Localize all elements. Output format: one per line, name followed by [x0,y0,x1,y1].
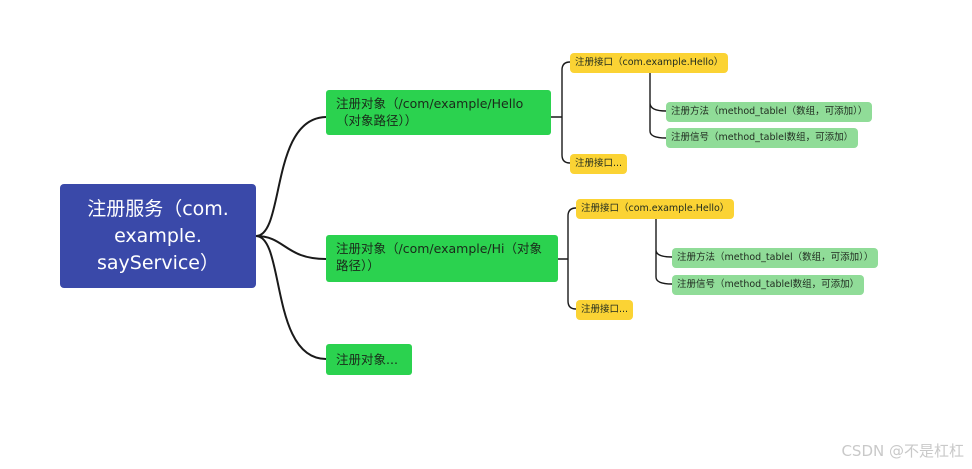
connector-object-2-interfaces [558,207,577,310]
interface-node-hello[interactable]: 注册接口（com.example.Hello） [576,199,735,219]
object-node-label: 注册对象（/com/example/Hi（对象路径）） [336,241,543,273]
object-node-hi[interactable]: 注册对象（/com/example/Hi（对象路径）） [326,235,558,282]
member-node-label: 注册方法（method_tablel（数组，可添加）） [677,252,874,263]
connector-interface-1-members [649,70,667,139]
interface-node-label: 注册接口（com.example.Hello） [575,57,724,68]
member-node-label: 注册信号（method_tablel数组，可添加） [677,279,860,290]
connector-object-1-interfaces [551,61,571,164]
object-node-more[interactable]: 注册对象... [326,344,412,375]
object-node-label: 注册对象... [336,352,398,367]
root-node-label: 注册服务（com. example. sayService） [87,197,229,274]
root-node-register-service[interactable]: 注册服务（com. example. sayService） [60,184,256,288]
interface-node-label: 注册接口... [581,304,629,315]
object-node-hello[interactable]: 注册对象（/com/example/Hello（对象路径）） [326,90,551,135]
interface-node-more[interactable]: 注册接口... [570,154,628,174]
member-node-method[interactable]: 注册方法（method_tablel（数组，可添加）） [666,102,873,122]
interface-node-label: 注册接口（com.example.Hello） [581,203,730,214]
interface-node-hello[interactable]: 注册接口（com.example.Hello） [570,53,729,73]
object-node-label: 注册对象（/com/example/Hello（对象路径）） [336,96,524,128]
connector-root-object-3 [255,235,327,360]
connector-interface-2-members [655,217,673,285]
interface-node-label: 注册接口... [575,158,623,169]
watermark: CSDN @不是杠杠 [841,442,964,460]
member-node-method[interactable]: 注册方法（method_tablel（数组，可添加）） [672,248,879,268]
member-node-signal[interactable]: 注册信号（method_tablel数组，可添加） [672,275,865,295]
connector-root-object-2 [255,235,327,260]
interface-node-more[interactable]: 注册接口... [576,300,634,320]
member-node-label: 注册方法（method_tablel（数组，可添加）） [671,106,868,117]
member-node-label: 注册信号（method_tablel数组，可添加） [671,132,854,143]
member-node-signal[interactable]: 注册信号（method_tablel数组，可添加） [666,128,859,148]
connector-root-object-1 [255,116,327,237]
